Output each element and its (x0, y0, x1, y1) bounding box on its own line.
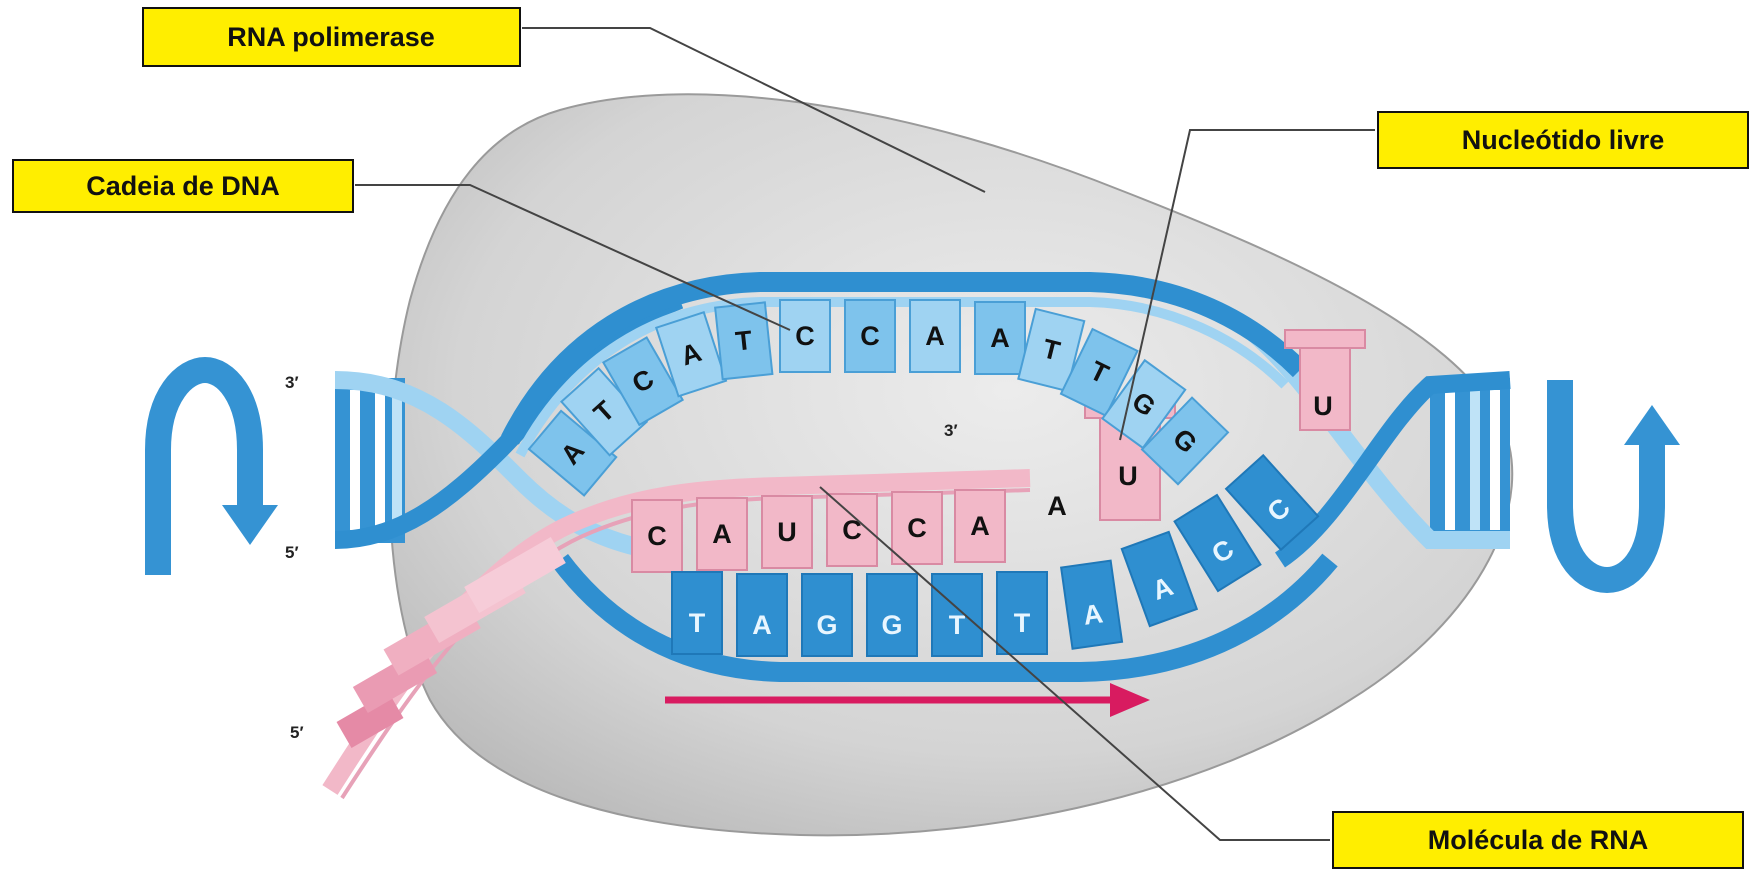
callout-free-nucleotide: Nucleótido livre (1378, 112, 1748, 168)
rna-base: A (955, 490, 1005, 562)
rna-base-letter: U (1313, 391, 1333, 421)
rna-end-label-3: 3′ (944, 421, 958, 440)
rna-base-letter: A (712, 519, 732, 549)
rna-base: C (892, 492, 942, 564)
coding-base-letter: T (1014, 608, 1031, 638)
coding-base: A (1061, 561, 1122, 649)
rna-base: U (762, 496, 812, 568)
callout-rna-molecule: Molécula de RNA (1333, 812, 1743, 868)
callout-dna-strand: Cadeia de DNA (13, 160, 353, 212)
rna-base-letter: C (907, 513, 927, 543)
rna-base: U (1118, 461, 1138, 491)
coding-base: T (932, 574, 982, 656)
coding-base-letter: G (816, 610, 837, 640)
rna-base-letter: C (647, 521, 667, 551)
template-base: A (975, 302, 1025, 374)
template-base: C (780, 300, 830, 372)
coding-base: T (997, 572, 1047, 654)
rotation-arrow-left-icon (158, 370, 278, 575)
template-base: C (845, 300, 895, 372)
rna-base-letter: U (777, 517, 797, 547)
template-base: T (715, 302, 772, 379)
rna-base-letter: U (1118, 461, 1138, 491)
coding-base: G (867, 574, 917, 656)
template-base-letter: C (795, 321, 815, 351)
dna-end-label-3: 3′ (285, 373, 299, 392)
coding-base: T (672, 572, 722, 654)
coding-base-letter: A (1081, 598, 1104, 630)
coding-base-letter: A (752, 610, 772, 640)
coding-base: A (737, 574, 787, 656)
template-base-letter: A (925, 321, 945, 351)
template-base-letter: C (860, 321, 880, 351)
callout-rna-polymerase: RNA polimerase (143, 8, 520, 66)
rna-base: A (1047, 491, 1067, 521)
callout-dna-strand-label: Cadeia de DNA (86, 171, 280, 201)
coding-base: G (802, 574, 852, 656)
callout-free-nucleotide-label: Nucleótido livre (1462, 125, 1665, 155)
callout-rna-molecule-label: Molécula de RNA (1428, 825, 1649, 855)
coding-base-letter: G (881, 610, 902, 640)
template-base: A (910, 300, 960, 372)
rna-base: C (632, 500, 682, 572)
rotation-arrow-right-icon (1560, 380, 1680, 580)
coding-base-letter: T (689, 608, 706, 638)
callout-rna-polymerase-label: RNA polimerase (227, 22, 435, 52)
rna-base-letter: C (842, 515, 862, 545)
rna-base: U (1313, 391, 1333, 421)
rna-base: A (697, 498, 747, 570)
rna-base-letter: A (970, 511, 990, 541)
dna-end-label-5: 5′ (285, 543, 299, 562)
template-base-letter: A (990, 323, 1010, 353)
rna-end-label-5: 5′ (290, 723, 304, 742)
rna-base-letter: A (1047, 491, 1067, 521)
